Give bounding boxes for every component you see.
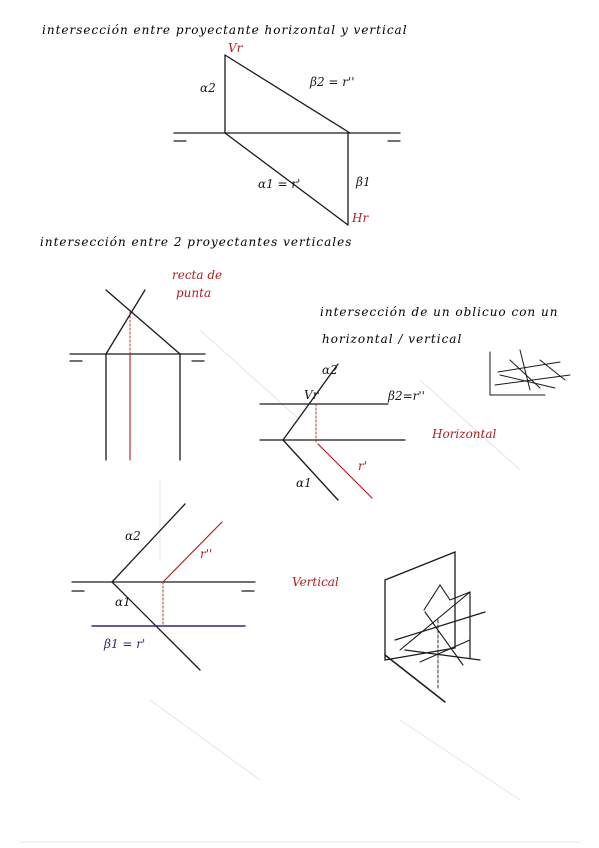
- label-alpha1: α1: [115, 595, 131, 609]
- small-3d-sketch: [489, 349, 571, 396]
- r1-projection: [317, 443, 373, 499]
- heading-horizontal-vertical: intersección entre proyectante horizonta…: [42, 23, 408, 37]
- note-punta: punta: [176, 286, 211, 300]
- label-vertical: Vertical: [292, 575, 339, 589]
- label-horizontal: Horizontal: [431, 427, 497, 441]
- label-r1: r': [358, 459, 367, 473]
- alpha2-trace: [111, 503, 186, 583]
- figure-two-verticals-intersection: recta de punta: [69, 268, 222, 461]
- label-alpha1: α1: [296, 476, 312, 490]
- label-vr: Vr: [304, 388, 320, 402]
- label-alpha2: α2: [125, 529, 141, 543]
- heading-two-verticals: intersección entre 2 proyectantes vertic…: [40, 235, 352, 249]
- trace-a: [105, 289, 181, 355]
- figure-oblique-vertical: α2 r'' α1 β1 = r' Vertical: [71, 503, 339, 671]
- label-beta2: β2=r'': [387, 389, 425, 403]
- alpha1-trace: [224, 132, 349, 226]
- label-beta1: β1: [355, 175, 371, 189]
- alpha1-trace: [282, 439, 339, 501]
- heading-oblique-line2: horizontal / vertical: [322, 332, 462, 346]
- heading-oblique-line1: intersección de un oblicuo con un: [320, 305, 558, 319]
- figure-horizontal-vertical-intersection: Vr α2 β2 = r'' α1 = r' β1 Hr: [173, 41, 401, 226]
- label-beta1: β1 = r': [103, 637, 145, 651]
- figure-oblique-horizontal: α2 Vr β2=r'' r' α1 Horizontal: [259, 363, 497, 501]
- alpha2-trace: [282, 363, 339, 441]
- label-beta2: β2 = r'': [309, 75, 355, 89]
- beta2-trace: [224, 54, 351, 134]
- note-recta-de: recta de: [172, 268, 222, 282]
- bleed-through-lines: [20, 329, 580, 843]
- trace-b: [105, 289, 146, 355]
- label-r2: r'': [200, 547, 212, 561]
- label-alpha2: α2: [322, 363, 338, 377]
- label-hr: Hr: [351, 211, 369, 225]
- label-alpha2: α2: [200, 81, 216, 95]
- label-vr: Vr: [228, 41, 244, 55]
- label-alpha1: α1 = r': [258, 177, 300, 191]
- r2-projection: [162, 521, 223, 583]
- large-3d-sketch: [384, 551, 486, 703]
